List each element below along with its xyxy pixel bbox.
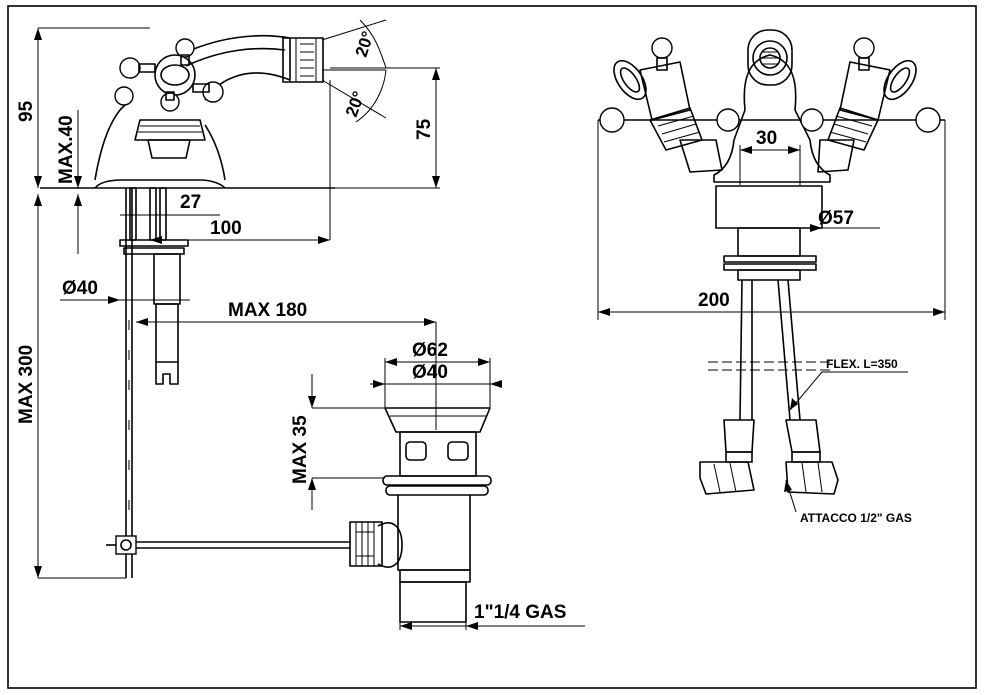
max-300-label: MAX 300 [16, 345, 37, 424]
height-95-label: 95 [16, 100, 37, 122]
max-180-label: MAX 180 [228, 300, 307, 321]
waste-valve [349, 407, 492, 623]
angle-top-label: 20° [352, 29, 378, 60]
dim-100-label: 100 [210, 218, 242, 239]
dim-200-label: 200 [698, 290, 730, 311]
dia-62-label: Ø62 [412, 340, 448, 361]
attacco-label: ATTACCO 1/2" GAS [800, 511, 912, 525]
dia-57-label: Ø57 [818, 208, 854, 229]
flex-label: FLEX. L=350 [826, 357, 898, 371]
max-40-label: MAX.40 [56, 115, 77, 184]
gas-1-1-4-label: 1"1/4 GAS [474, 602, 566, 623]
drawing-frame [7, 5, 977, 689]
dimension-labels: 20° 20° 95 MAX.40 75 27 100 Ø40 MAX 300 … [16, 29, 912, 623]
arrowheads [34, 28, 945, 630]
dim-30-label: 30 [756, 128, 777, 149]
dim-27-label: 27 [180, 192, 201, 213]
front-view-faucet [598, 29, 945, 495]
max-35-label: MAX 35 [290, 415, 311, 484]
dimension-lines [37, 19, 946, 630]
side-view-faucet [40, 34, 350, 578]
dia-40-upper-label: Ø40 [62, 278, 98, 299]
dia-40-waste-label: Ø40 [412, 362, 448, 383]
height-75-label: 75 [414, 118, 435, 140]
